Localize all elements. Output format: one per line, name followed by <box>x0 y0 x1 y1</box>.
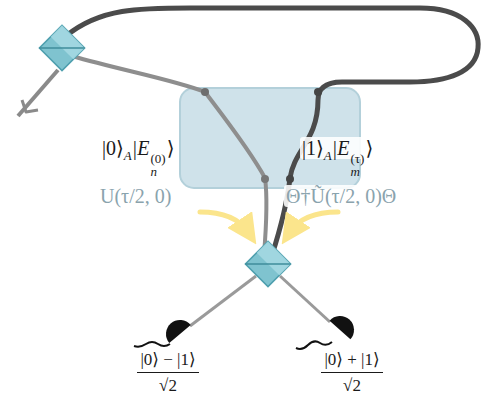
sup-sub-stack: (0)n <box>150 152 165 178</box>
math-text: Θ†Ũ(τ/2, 0)Θ <box>286 185 396 207</box>
math-text: |E <box>132 137 150 159</box>
output-state: |0⟩ − |1⟩√2 <box>137 346 198 397</box>
label-row: Θ†Ũ(τ/2, 0)Θ <box>284 185 398 207</box>
detector-wire <box>296 341 332 349</box>
junction-dot <box>201 88 209 96</box>
fraction-denominator: √2 <box>159 373 177 396</box>
label-row: |1⟩A|E(τ)m⟩ <box>300 137 375 159</box>
detector-wire <box>134 342 170 347</box>
superscript: (0) <box>150 152 165 165</box>
math-text: |E <box>332 137 350 159</box>
state-label: |1⟩A|E(τ)m⟩ <box>300 136 375 178</box>
subscript: A <box>124 148 132 163</box>
upper-loop-beam <box>66 8 478 255</box>
detector <box>330 310 360 339</box>
fraction: |0⟩ + |1⟩√2 <box>321 349 382 397</box>
output-beam <box>190 276 256 326</box>
superscript: (τ) <box>350 152 364 165</box>
input-beam <box>18 70 58 116</box>
lower-arm-beam <box>72 56 267 255</box>
fraction-numerator: |0⟩ + |1⟩ <box>321 349 382 373</box>
math-text: U(τ/2, 0) <box>100 185 171 207</box>
beam-splitter <box>39 25 84 70</box>
subscript: m <box>350 165 364 178</box>
label-row: |0⟩A|E(0)n⟩ <box>100 137 176 159</box>
state-label: U(τ/2, 0) <box>98 184 173 208</box>
detector <box>160 314 190 343</box>
evolution-arrow <box>200 212 248 232</box>
state-label: Θ†Ũ(τ/2, 0)Θ <box>284 184 398 208</box>
evolution-region <box>180 88 360 188</box>
math-text: ⟩ <box>365 137 373 159</box>
fraction-numerator: |0⟩ − |1⟩ <box>137 349 198 373</box>
fraction: |0⟩ − |1⟩√2 <box>137 349 198 397</box>
beam-splitter <box>245 241 290 286</box>
junction-dot <box>261 175 269 183</box>
math-text: ⟩ <box>167 137 175 159</box>
evolution-arrow <box>290 212 338 232</box>
junction-dot <box>286 175 294 183</box>
junction-dot <box>314 88 322 96</box>
label-row: U(τ/2, 0) <box>98 185 173 207</box>
input-arrowhead <box>22 100 38 112</box>
fraction-denominator: √2 <box>343 373 361 396</box>
math-text: |1⟩ <box>302 137 324 159</box>
subscript: n <box>150 165 165 178</box>
math-text: |0⟩ <box>102 137 124 159</box>
state-label: |0⟩A|E(0)n⟩ <box>100 136 176 178</box>
sup-sub-stack: (τ)m <box>350 152 364 178</box>
output-beam <box>280 276 330 322</box>
output-state: |0⟩ + |1⟩√2 <box>321 346 382 397</box>
subscript: A <box>324 148 332 163</box>
